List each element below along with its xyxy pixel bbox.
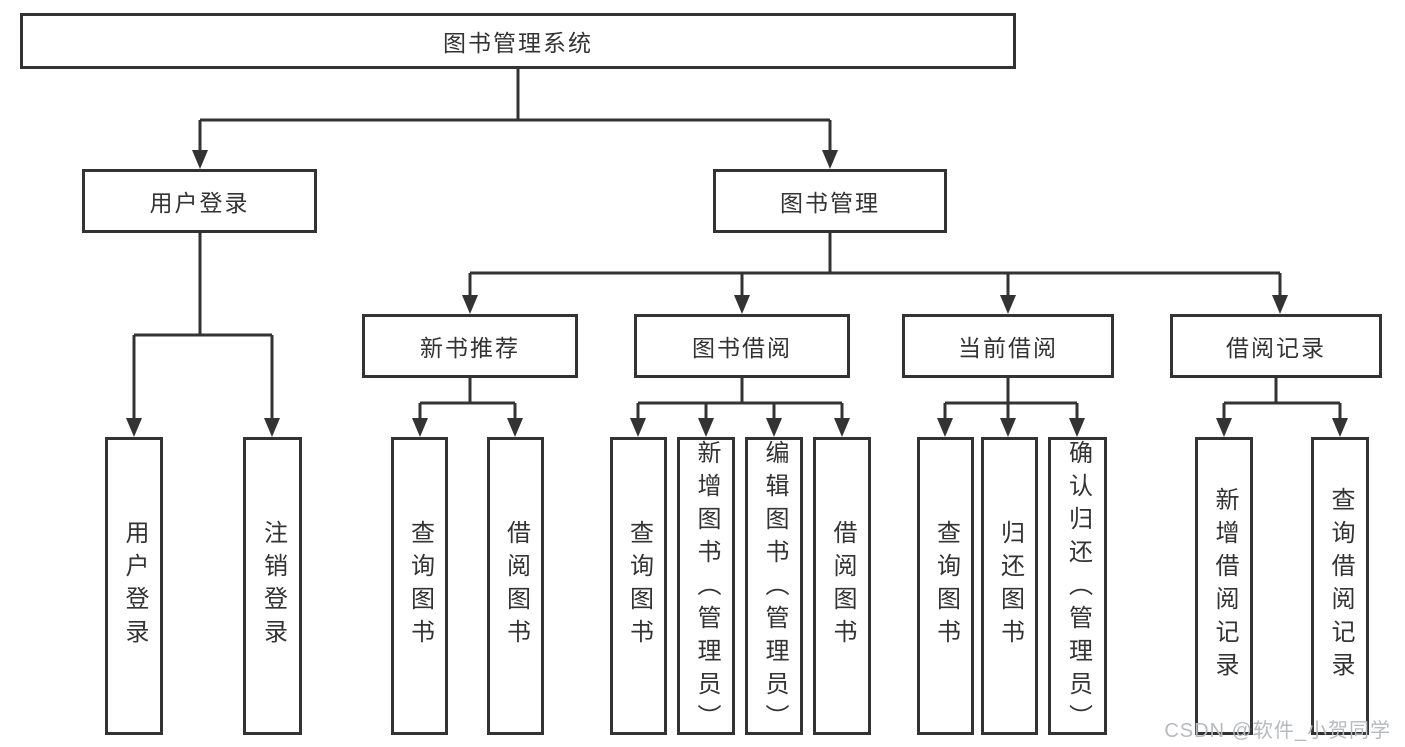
leaf-add-books-admin: 新增图书（管理员） [677, 437, 735, 737]
leaf-label: 用户登录 [121, 520, 148, 652]
leaf-label: 新增图书（管理员） [693, 440, 720, 737]
node-book-management: 图书管理 [713, 169, 947, 233]
leaf-label: 查询图书 [406, 520, 434, 652]
leaf-edit-books-admin: 编辑图书（管理员） [745, 437, 803, 737]
leaf-label: 查询图书 [625, 520, 653, 652]
leaf-query-borrow-record: 查询借阅记录 [1311, 437, 1369, 735]
node-current-borrowing: 当前借阅 [902, 314, 1114, 378]
leaf-label: 查询借阅记录 [1327, 487, 1354, 685]
leaf-label: 确认归还（管理员） [1064, 440, 1092, 737]
leaf-confirm-return-admin: 确认归还（管理员） [1048, 437, 1107, 737]
leaf-label: 注销登录 [259, 520, 287, 652]
leaf-borrow-books-recommend: 借阅图书 [487, 437, 544, 735]
node-label: 图书管理系统 [443, 30, 593, 56]
node-label: 新书推荐 [420, 335, 520, 361]
node-user-login: 用户登录 [82, 169, 317, 233]
leaf-label: 编辑图书（管理员） [761, 440, 788, 737]
leaf-label: 借阅图书 [502, 520, 530, 652]
leaf-query-books-recommend: 查询图书 [391, 437, 448, 735]
node-book-borrowing: 图书借阅 [634, 314, 850, 378]
leaf-query-books-current: 查询图书 [917, 437, 974, 735]
node-label: 当前借阅 [958, 335, 1058, 361]
node-library-management-system: 图书管理系统 [20, 13, 1016, 69]
node-label: 借阅记录 [1226, 335, 1326, 361]
leaf-label: 归还图书 [996, 520, 1024, 652]
leaf-label: 新增借阅记录 [1211, 487, 1238, 685]
leaf-query-books-borrowing: 查询图书 [610, 437, 667, 735]
csdn-watermark: CSDN @软件_小贺同学 [1164, 720, 1391, 742]
leaf-label: 借阅图书 [829, 520, 856, 652]
node-new-book-recommendation: 新书推荐 [362, 314, 578, 378]
node-label: 图书管理 [780, 190, 880, 216]
leaf-add-borrow-record: 新增借阅记录 [1195, 437, 1253, 735]
leaf-user-login: 用户登录 [105, 437, 163, 735]
node-label: 用户登录 [149, 190, 250, 216]
leaf-label: 查询图书 [932, 520, 960, 652]
leaf-borrow-books-borrowing: 借阅图书 [813, 437, 871, 735]
leaf-return-books: 归还图书 [981, 437, 1038, 735]
leaf-logout: 注销登录 [243, 437, 302, 735]
node-label: 图书借阅 [692, 335, 792, 361]
node-borrowing-records: 借阅记录 [1170, 314, 1382, 378]
